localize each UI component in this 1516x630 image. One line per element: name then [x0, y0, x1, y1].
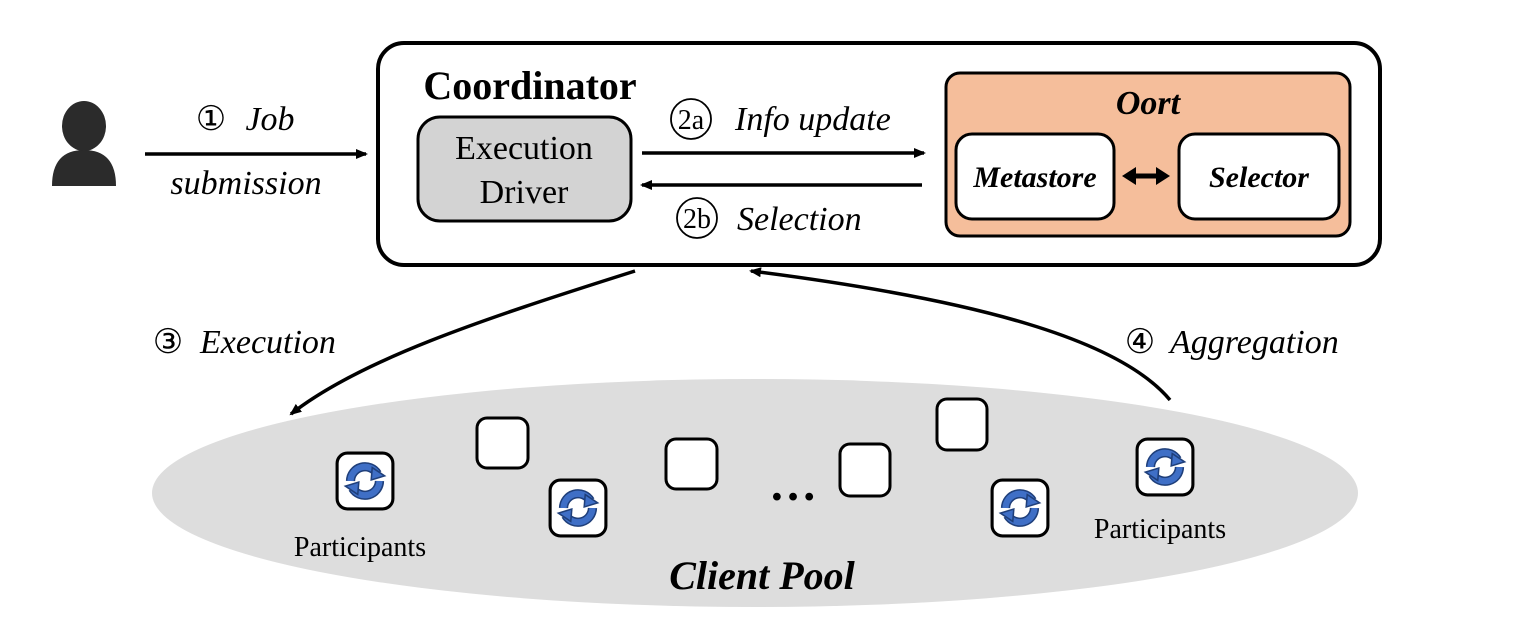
oort-title: Oort [1116, 85, 1182, 122]
sync-icon [1137, 439, 1193, 495]
client-device [935, 397, 989, 452]
participants-label-right: Participants [1094, 514, 1226, 545]
participants-label-left: Participants [294, 532, 426, 563]
sync-icon [550, 480, 606, 536]
client-device [664, 437, 719, 491]
job-step-number: ① [196, 101, 226, 138]
client-pool-label: Client Pool [669, 553, 855, 598]
selection-label: Selection [737, 201, 862, 238]
selector-label: Selector [1209, 161, 1309, 194]
execution-label: Execution [199, 324, 336, 361]
execution-driver-box [416, 115, 633, 223]
metastore-box [954, 132, 1116, 221]
step-2b-circle [676, 197, 718, 239]
step-2a-number: 2a [678, 105, 705, 136]
ellipsis: … [769, 458, 817, 511]
user-icon [52, 101, 116, 186]
coordinator-title: Coordinator [423, 63, 636, 108]
submission-label: submission [170, 165, 321, 202]
execution-driver-label-line1: Execution [455, 130, 593, 167]
job-label: Job [245, 101, 294, 138]
step-4-number: ④ [1125, 324, 1155, 361]
client-device [475, 416, 530, 470]
execution-driver-label-line2: Driver [480, 174, 569, 211]
double-arrow-icon [1122, 167, 1170, 185]
execution-arrow [289, 269, 636, 416]
metastore-label: Metastore [972, 161, 1096, 194]
sync-icon [992, 480, 1048, 536]
selector-box [1177, 132, 1341, 221]
step-2b-number: 2b [683, 204, 711, 235]
info-update-label: Info update [734, 101, 891, 138]
step-3-number: ③ [153, 324, 183, 361]
sync-icon [337, 453, 393, 509]
client-pool-ellipse [152, 379, 1358, 607]
aggregation-label: Aggregation [1168, 324, 1339, 361]
client-device [838, 442, 892, 498]
step-2a-circle [670, 98, 712, 140]
aggregation-arrow [749, 267, 1172, 402]
